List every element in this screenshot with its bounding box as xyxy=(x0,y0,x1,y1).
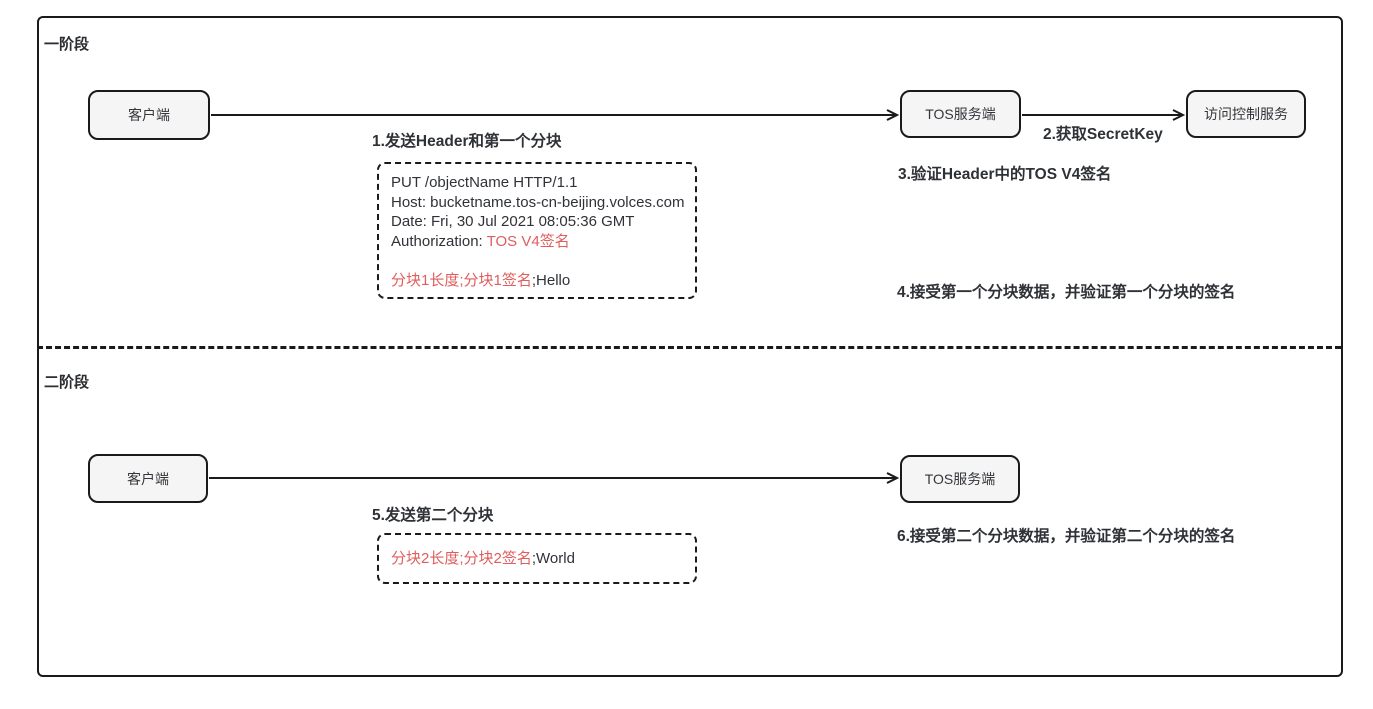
phase1-label: 一阶段 xyxy=(44,36,90,53)
chunk2-line: 分块2长度;分块2签名;World xyxy=(391,549,683,569)
step4-label: 4.接受第一个分块数据，并验证第一个分块的签名 xyxy=(897,284,1236,301)
phase-divider xyxy=(37,346,1341,349)
node-client-phase2: 客户端 xyxy=(88,454,208,503)
host-line: Host: bucketname.tos-cn-beijing.volces.c… xyxy=(391,193,685,211)
chunk2-data: ;World xyxy=(531,550,575,567)
step2-label: 2.获取SecretKey xyxy=(1043,126,1163,143)
chunk2-meta: 分块2长度;分块2签名 xyxy=(391,550,532,567)
http-request-box: PUT /objectName HTTP/1.1 Host: bucketnam… xyxy=(377,162,697,299)
chunk2-payload-box: 分块2长度;分块2签名;World xyxy=(377,533,697,584)
chunk1-meta: 分块1长度;分块1签名 xyxy=(391,271,532,289)
blank-line xyxy=(391,251,683,271)
node-client-phase1: 客户端 xyxy=(88,90,210,140)
phase2-label: 二阶段 xyxy=(44,374,90,391)
chunk1-data: ;Hello xyxy=(531,271,571,289)
authorization-line: Authorization: TOS V4签名 xyxy=(391,232,683,252)
chunk1-line: 分块1长度;分块1签名;Hello xyxy=(391,271,683,291)
node-tos-phase2: TOS服务端 xyxy=(900,455,1020,503)
authorization-label: Authorization: xyxy=(391,232,487,250)
request-line: PUT /objectName HTTP/1.1 xyxy=(391,174,578,191)
node-access-control: 访问控制服务 xyxy=(1186,90,1306,138)
node-tos-phase1: TOS服务端 xyxy=(900,90,1021,138)
step1-label: 1.发送Header和第一个分块 xyxy=(372,133,562,150)
date-line: Date: Fri, 30 Jul 2021 08:05:36 GMT xyxy=(391,213,635,231)
step5-label: 5.发送第二个分块 xyxy=(372,507,494,524)
step6-label: 6.接受第二个分块数据，并验证第二个分块的签名 xyxy=(897,528,1236,545)
authorization-signature: TOS V4签名 xyxy=(486,232,570,250)
step3-label: 3.验证Header中的TOS V4签名 xyxy=(898,166,1112,183)
